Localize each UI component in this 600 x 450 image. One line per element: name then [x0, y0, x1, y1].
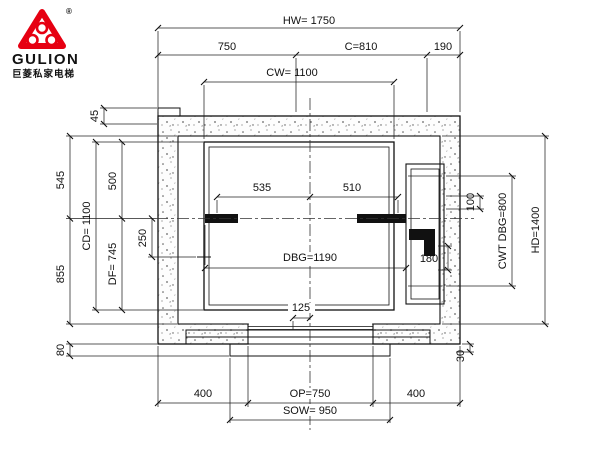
dim-df-label: DF= 745 [107, 243, 119, 286]
dim-cd-label: CD= 1100 [81, 201, 93, 250]
dim-dbg-label: DBG=1190 [283, 252, 337, 264]
dim-cwt-dbg-label: CWT DBG=800 [497, 193, 509, 270]
counterweight-rail-lines [408, 175, 442, 287]
door-opening [248, 322, 373, 346]
dim-535-label: 535 [253, 182, 271, 194]
dim-510-label: 510 [343, 182, 361, 194]
extension-line-set [66, 31, 549, 423]
centerlines [156, 98, 474, 430]
ticks-horizontal-dims [154, 24, 464, 424]
logo: ® GULION 巨菱私家电梯 [12, 7, 79, 80]
car-outer-wall [203, 141, 395, 311]
logo-circle-left-icon [26, 33, 39, 47]
door-jambs [247, 324, 374, 344]
dim-hd-label: HD=1400 [530, 207, 542, 254]
cwt-rail-bracket-vertical [424, 229, 435, 256]
logo-circle-right-icon [45, 33, 58, 47]
sow-label-bg [281, 405, 339, 416]
op-label-bg [283, 388, 338, 399]
dim-190-label: 190 [434, 41, 452, 53]
logo-tagline: 巨菱私家电梯 [12, 68, 75, 80]
centerline-cross [156, 98, 474, 430]
car-inner-wall [208, 146, 390, 306]
wall-inner-outline [177, 135, 441, 325]
dim-400-right-label: 400 [407, 388, 425, 400]
d125-label-bg [288, 303, 315, 313]
dimension-line-set [69, 27, 546, 421]
dim-125-label: 125 [292, 302, 310, 314]
dim-30-label: 30 [455, 350, 467, 362]
logo-circle-top-icon [35, 21, 49, 35]
logo-brand-text: GULION [12, 51, 79, 68]
dim-c-label: C=810 [345, 41, 378, 53]
dim-180-label: 180 [420, 253, 438, 265]
extension-lines [66, 31, 549, 423]
car-reference-cross [197, 251, 211, 263]
dim-750-label: 750 [218, 41, 236, 53]
dimension-lines [69, 27, 546, 421]
dim-hw-label: HW= 1750 [283, 15, 335, 27]
dim-100-label: 100 [465, 193, 477, 211]
dim-400-left-label: 400 [194, 388, 212, 400]
dimension-ticks [66, 24, 549, 424]
dim-250-label: 250 [137, 229, 149, 247]
elevator-car [197, 141, 395, 311]
dim-sow-label: SOW= 950 [283, 405, 337, 417]
ticks-vertical-dims [66, 104, 549, 360]
dim-45-label: 45 [89, 110, 101, 122]
counterweight [405, 163, 445, 305]
label-backgrounds [272, 252, 348, 416]
dim-cw-label: CW= 1100 [266, 67, 317, 79]
dim-80-label: 80 [55, 344, 67, 356]
dim-545-label: 545 [55, 171, 67, 189]
dbg-label-bg [272, 252, 348, 263]
dim-855-label: 855 [55, 265, 67, 283]
dim-500-label: 500 [107, 172, 119, 190]
dim-op-label: OP=750 [290, 388, 331, 400]
cwt-rail-bracket-horizontal [409, 229, 435, 240]
logo-registered-mark: ® [66, 7, 72, 16]
dimension-labels: HW= 1750 750 C=810 190 CW= 1100 45 545 8… [55, 15, 542, 417]
